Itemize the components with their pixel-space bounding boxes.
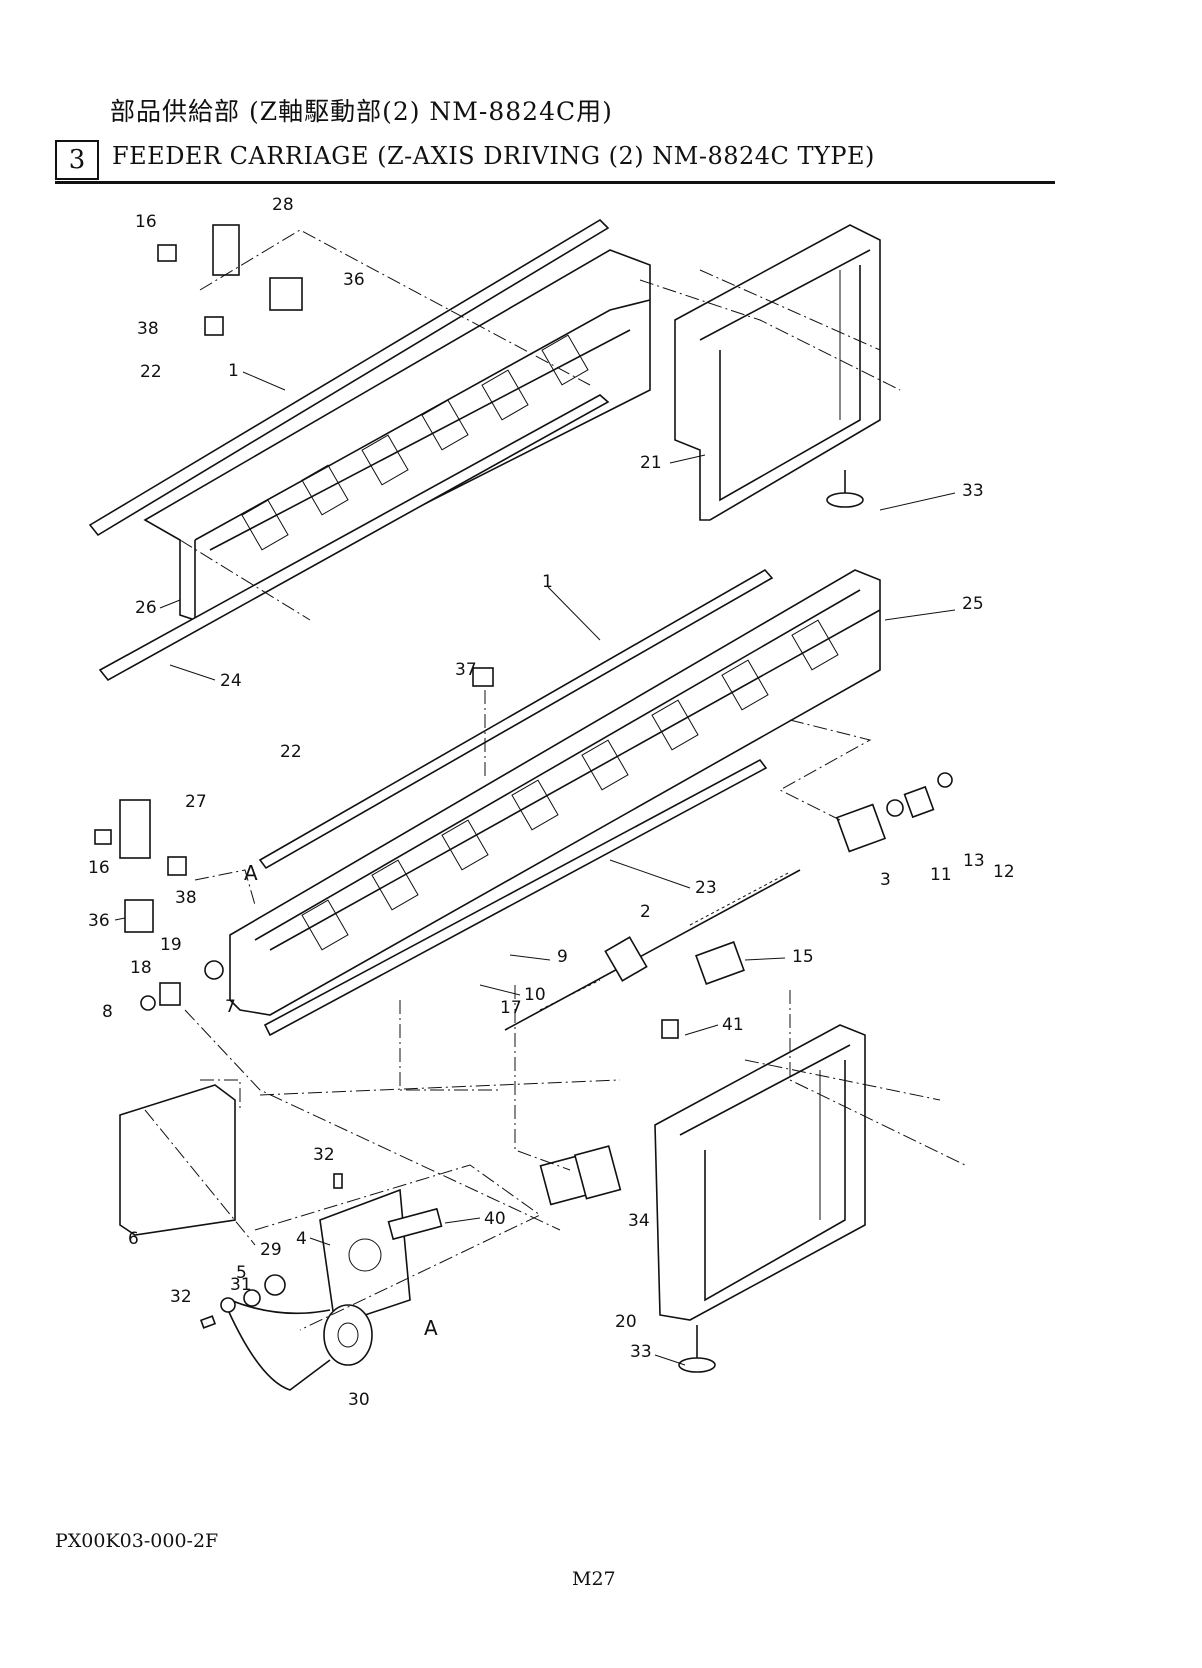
page-number: M27 xyxy=(572,1568,616,1590)
callout-23: 23 xyxy=(695,878,717,898)
section-marker-a-lower: A xyxy=(424,1316,438,1340)
callout-11: 11 xyxy=(930,865,952,885)
timing-pulley-30 xyxy=(324,1305,372,1365)
bearing-cover-13 xyxy=(905,787,934,817)
section-number-box: 3 xyxy=(55,140,99,180)
callout-9: 9 xyxy=(557,947,568,967)
callout-41: 41 xyxy=(722,1015,744,1035)
callout-16-lower: 16 xyxy=(88,858,110,878)
callout-27: 27 xyxy=(185,792,207,812)
callout-40: 40 xyxy=(484,1209,506,1229)
callout-36-upper: 36 xyxy=(343,270,365,290)
upper-leg-frame xyxy=(675,225,880,520)
callout-6: 6 xyxy=(128,1229,139,1249)
leveling-foot-upper xyxy=(827,470,863,507)
callout-10: 10 xyxy=(524,985,546,1005)
callout-26: 26 xyxy=(135,598,157,618)
callout-17: 17 xyxy=(500,998,522,1018)
callout-37: 37 xyxy=(455,660,477,680)
callout-1-upper: 1 xyxy=(228,361,239,381)
callout-29: 29 xyxy=(260,1240,282,1260)
callout-4: 4 xyxy=(296,1229,307,1249)
callout-1-lower: 1 xyxy=(542,572,553,592)
exploded-parts-diagram: 1 1 2 3 4 5 6 7 8 9 10 11 12 13 15 16 16… xyxy=(0,190,1202,1490)
upper-carriage-frame xyxy=(145,250,650,620)
callout-33-upper: 33 xyxy=(962,481,984,501)
bearing-housing xyxy=(837,805,885,852)
callout-38-lower: 38 xyxy=(175,888,197,908)
callout-38-upper: 38 xyxy=(137,319,159,339)
callout-3: 3 xyxy=(880,870,891,890)
callout-22-upper: 22 xyxy=(140,362,162,382)
nut-8 xyxy=(141,996,155,1010)
dog-16-lower xyxy=(95,830,111,844)
callout-33-lower: 33 xyxy=(630,1342,652,1362)
sensor-bracket-28 xyxy=(213,225,239,275)
callout-28: 28 xyxy=(272,195,294,215)
end-plate-18 xyxy=(160,983,180,1005)
motor-cover xyxy=(120,1085,235,1235)
motor-bracket xyxy=(320,1190,410,1325)
callout-16-upper: 16 xyxy=(135,212,157,232)
callout-30: 30 xyxy=(348,1390,370,1410)
pulley-31 xyxy=(221,1298,235,1312)
set-screw-32-lower xyxy=(201,1316,215,1328)
section-marker-a-upper: A xyxy=(244,861,258,885)
set-screw-32-upper xyxy=(334,1174,342,1188)
screw-bracket-15 xyxy=(696,942,744,984)
callout-13: 13 xyxy=(963,851,985,871)
dog-16-upper xyxy=(158,245,176,261)
callout-36-lower: 36 xyxy=(88,911,110,931)
callout-31: 31 xyxy=(230,1275,252,1295)
servo-motor xyxy=(541,1146,621,1204)
title-underline xyxy=(55,181,1055,184)
callout-15: 15 xyxy=(792,947,814,967)
callout-32-lower: 32 xyxy=(170,1287,192,1307)
nut-12 xyxy=(938,773,952,787)
callout-20: 20 xyxy=(615,1312,637,1332)
callout-34: 34 xyxy=(628,1211,650,1231)
timing-belt xyxy=(228,1300,330,1390)
callout-18: 18 xyxy=(130,958,152,978)
lower-leg-frame xyxy=(655,1025,865,1320)
callout-24: 24 xyxy=(220,671,242,691)
pulley-29 xyxy=(265,1275,285,1295)
bearing-7 xyxy=(205,961,223,979)
callout-32-upper: 32 xyxy=(313,1145,335,1165)
fitting-41 xyxy=(662,1020,678,1038)
callout-2: 2 xyxy=(640,902,651,922)
callout-21: 21 xyxy=(640,453,662,473)
page-title-jp: 部品供給部 (Z軸駆動部(2) NM-8824C用) xyxy=(110,92,613,128)
block-38-upper xyxy=(205,317,223,335)
bearing-11 xyxy=(887,800,903,816)
document-code: PX00K03-000-2F xyxy=(55,1530,218,1552)
callout-25: 25 xyxy=(962,594,984,614)
callout-19: 19 xyxy=(160,935,182,955)
callout-7: 7 xyxy=(225,997,236,1017)
ball-screw xyxy=(505,870,800,1030)
callout-8: 8 xyxy=(102,1002,113,1022)
callout-22-lower: 22 xyxy=(280,742,302,762)
block-38-lower xyxy=(168,857,186,875)
sensor-bracket-27 xyxy=(120,800,150,858)
page-title-en: FEEDER CARRIAGE (Z-AXIS DRIVING (2) NM-8… xyxy=(112,142,875,170)
callout-12: 12 xyxy=(993,862,1015,882)
sensor-36-upper xyxy=(270,278,302,310)
lower-carriage-frame xyxy=(230,570,880,1015)
sensor-36-lower xyxy=(125,900,153,932)
